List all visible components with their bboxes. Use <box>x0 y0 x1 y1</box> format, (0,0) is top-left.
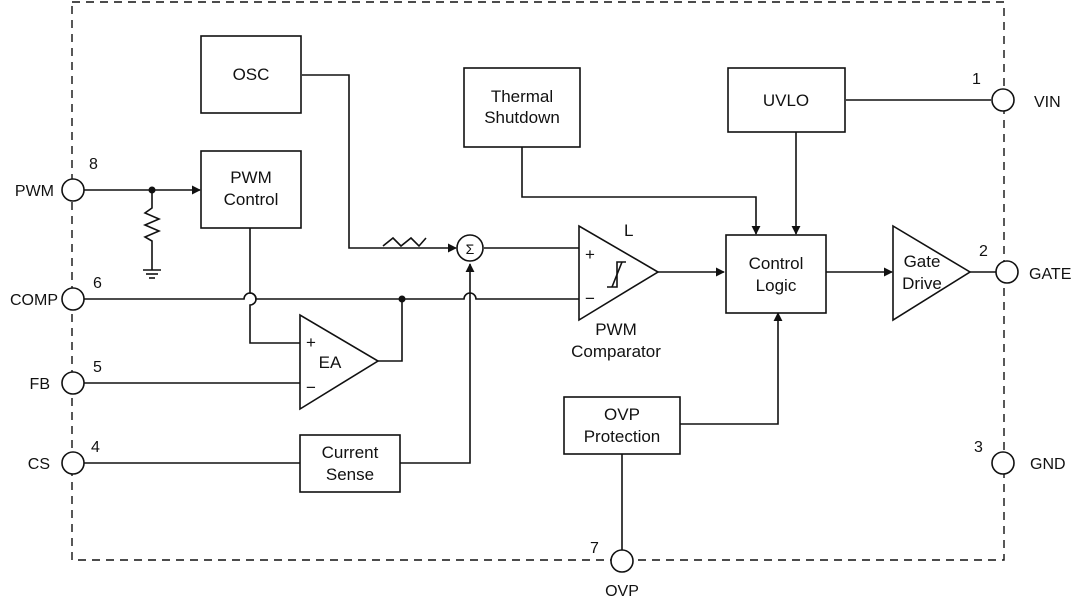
pin-cs-name: CS <box>28 456 50 473</box>
pin-fb-name: FB <box>30 376 50 393</box>
wire-ovp-to-logic <box>680 312 783 425</box>
comparator-label-line-2: Comparator <box>571 342 661 361</box>
gate-drive-block: Gate Drive <box>892 224 972 322</box>
osc-block: OSC <box>200 35 302 114</box>
junction-dot <box>398 295 406 303</box>
pwm-control-block: PWM Control <box>200 150 302 229</box>
thermal-label-line-1: Thermal <box>491 87 553 106</box>
pin-pwm-number: 8 <box>89 156 98 173</box>
pin-ovp-name: OVP <box>605 583 639 600</box>
pin-gate-name: GATE <box>1029 266 1071 283</box>
control-logic-label-line-2: Logic <box>756 276 797 295</box>
wire-ea-output <box>378 299 403 362</box>
pin-pwm: PWM 8 <box>15 156 98 202</box>
pin-gnd: GND 3 <box>974 439 1066 475</box>
uvlo-block: UVLO <box>727 67 846 133</box>
error-amplifier: + − EA <box>299 313 380 411</box>
control-logic-label-line-1: Control <box>749 254 804 273</box>
pin-vin-number: 1 <box>972 71 981 88</box>
control-logic-block: Control Logic <box>725 234 827 314</box>
pin-vin-name: VIN <box>1034 94 1061 111</box>
thermal-shutdown-block: Thermal Shutdown <box>463 67 581 148</box>
sigma-icon: Σ <box>466 241 475 257</box>
pin-vin: VIN 1 <box>972 71 1061 112</box>
pin-comp: COMP 6 <box>10 275 102 311</box>
thermal-label-line-2: Shutdown <box>484 108 560 127</box>
comparator-flag-label: L <box>624 221 633 240</box>
pin-ovp-number: 7 <box>590 540 599 557</box>
wire-osc-to-sum <box>302 74 457 253</box>
ramp-waveform <box>382 236 427 248</box>
ea-label: EA <box>319 353 342 372</box>
current-sense-label-line-2: Sense <box>326 465 374 484</box>
ovp-protection-label-line-1: OVP <box>604 405 640 424</box>
pwm-comparator: + − L PWM Comparator <box>571 221 661 361</box>
pin-gnd-number: 3 <box>974 439 983 456</box>
wire-current-sense-to-sum <box>400 263 475 464</box>
hysteresis-icon-inner <box>611 261 623 288</box>
current-sense-label-line-1: Current <box>322 443 379 462</box>
pin-ovp: OVP 7 <box>590 540 639 600</box>
wire-pwm-control-to-ea <box>249 228 300 344</box>
uvlo-label: UVLO <box>763 91 809 110</box>
pin-comp-number: 6 <box>93 275 102 292</box>
comparator-minus-sign: − <box>585 289 595 308</box>
pin-comp-name: COMP <box>10 292 58 309</box>
pulldown-resistor <box>142 190 162 270</box>
gate-drive-label-line-1: Gate <box>904 252 941 271</box>
pin-cs: CS 4 <box>28 439 100 475</box>
pin-gnd-name: GND <box>1030 456 1066 473</box>
ea-plus-sign: + <box>306 333 316 352</box>
pin-fb: FB 5 <box>30 359 102 395</box>
ovp-protection-label-line-2: Protection <box>584 427 661 446</box>
summing-node: Σ <box>456 234 484 262</box>
pin-gate: GATE 2 <box>979 243 1071 284</box>
pin-fb-number: 5 <box>93 359 102 376</box>
current-sense-block: Current Sense <box>299 434 401 493</box>
pwm-control-label-line-1: PWM <box>230 168 272 187</box>
ovp-protection-block: OVP Protection <box>563 396 681 455</box>
pwm-control-label-line-2: Control <box>224 190 279 209</box>
wire-comp-line <box>84 292 580 300</box>
pin-pwm-name: PWM <box>15 183 54 200</box>
pin-cs-number: 4 <box>91 439 100 456</box>
comparator-label-line-1: PWM <box>595 320 637 339</box>
osc-label: OSC <box>233 65 270 84</box>
wire-thermal-to-logic <box>521 147 761 235</box>
gate-drive-label-line-2: Drive <box>902 274 942 293</box>
pin-gate-number: 2 <box>979 243 988 260</box>
comparator-plus-sign: + <box>585 245 595 264</box>
ea-minus-sign: − <box>306 378 316 397</box>
